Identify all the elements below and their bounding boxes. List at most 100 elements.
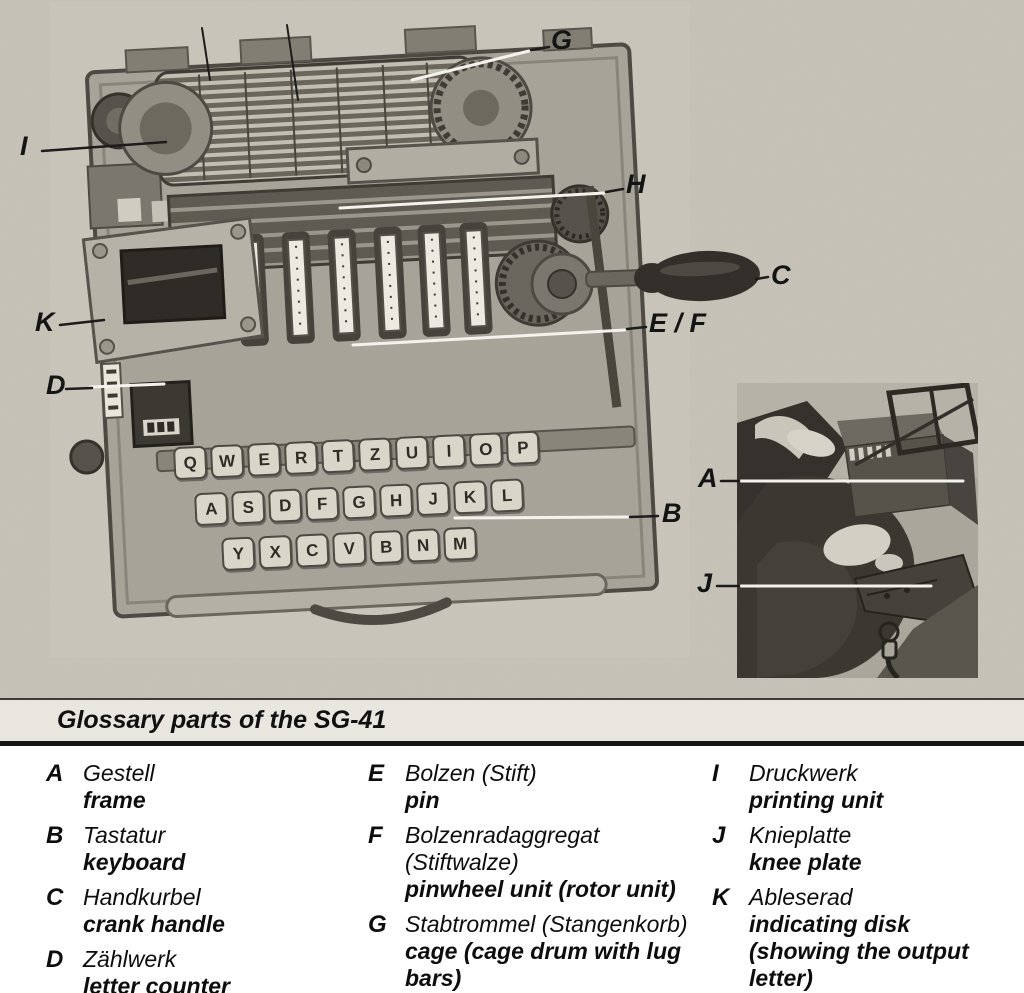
english-term: knee plate <box>749 849 862 875</box>
glossary-letter: D <box>46 946 64 973</box>
german-term: Knieplatte <box>749 822 852 848</box>
glossary-terms: Ableserad indicating disk (showing the o… <box>749 884 1018 992</box>
operator-cuff <box>823 524 891 566</box>
key-p: P <box>505 430 541 466</box>
operator-leg <box>877 585 978 678</box>
glossary-entry-b: B Tastatur keyboard <box>46 822 356 876</box>
key-a: A <box>194 491 229 527</box>
sg41-in-use-photo <box>737 383 978 678</box>
strap <box>885 657 900 678</box>
german-term: Gestell <box>83 760 155 786</box>
glossary-letter: I <box>712 760 719 787</box>
glossary-column-1: A Gestell frame B Tastatur keyboard C H <box>46 760 356 993</box>
key-s: S <box>231 490 266 525</box>
glossary-terms: Handkurbel crank handle <box>83 884 225 938</box>
english-term: crank handle <box>83 911 225 937</box>
key-g: G <box>341 485 377 520</box>
operator-hand <box>786 429 836 457</box>
key-f: F <box>304 486 340 522</box>
key-z: Z <box>357 437 393 472</box>
glossary-entry-k: K Ableserad indicating disk (showing the… <box>712 884 1018 992</box>
glossary-letter: K <box>712 884 730 911</box>
label-g-cage: G <box>551 25 573 55</box>
german-term: Bolzen (Stift) <box>405 760 537 786</box>
glossary-letter: C <box>46 884 64 911</box>
key-t: T <box>320 438 356 474</box>
key-d: D <box>268 488 303 523</box>
crank-handle-assembly <box>530 250 760 316</box>
keyboard: Q W E R T Z U I O P A S D F G H J K L Y … <box>155 429 581 588</box>
case-tab <box>403 25 478 55</box>
label-a-frame: A <box>698 463 718 493</box>
german-term: Tastatur <box>83 822 166 848</box>
glossary-entry-g: G Stabtrommel (Stangenkorb) cage (cage d… <box>368 911 708 992</box>
label-ef-pin-pinwheel: E / F <box>649 308 707 338</box>
chain <box>584 185 622 408</box>
key-o: O <box>468 432 504 467</box>
space-bar <box>165 573 608 619</box>
key-u: U <box>394 435 430 471</box>
glossary-entry-a: A Gestell frame <box>46 760 356 814</box>
key-x: X <box>258 534 293 570</box>
english-term: pinwheel unit (rotor unit) <box>405 876 676 902</box>
key-n: N <box>405 528 441 563</box>
german-term: Ableserad <box>749 884 853 910</box>
label-h-setting-cylinder: H <box>626 169 646 199</box>
label-d-letter-counter: D <box>46 370 66 400</box>
key-i: I <box>431 433 467 469</box>
english-term: cage (cage drum with lug bars) <box>405 938 682 991</box>
glossary-letter: A <box>46 760 64 787</box>
glossary-terms: Druckwerk printing unit <box>749 760 883 814</box>
indicator-window <box>119 244 227 325</box>
glossary-letter: F <box>368 822 383 849</box>
label-k-indicating-disk: K <box>35 307 55 337</box>
german-term: Handkurbel <box>83 884 201 910</box>
english-term: printing unit <box>749 787 884 813</box>
indicating-disk-strip <box>100 362 124 420</box>
glossary-column-2: E Bolzen (Stift) pin F Bolzenradaggregat… <box>368 760 708 993</box>
label-j-knee-plate: J <box>697 568 713 598</box>
key-b: B <box>369 529 404 565</box>
glossary-terms: Knieplatte knee plate <box>749 822 862 876</box>
english-term: pin <box>405 787 440 813</box>
glossary-section: A Gestell frame B Tastatur keyboard C H <box>0 746 1024 993</box>
crossbar-plate <box>345 137 541 185</box>
german-term: Stabtrommel (Stangenkorb) <box>405 911 688 937</box>
glossary-column-3: I Druckwerk printing unit J Knieplatte k… <box>712 760 1018 993</box>
paper-guide <box>151 200 171 223</box>
key-l: L <box>489 478 525 513</box>
glossary-entry-f: F Bolzenradaggregat (Stiftwalze) pinwhee… <box>368 822 708 903</box>
case-tab <box>542 26 594 52</box>
key-w: W <box>209 444 245 479</box>
german-term: Druckwerk <box>749 760 858 786</box>
key-q: Q <box>172 445 208 481</box>
glossary-terms: Gestell frame <box>83 760 155 814</box>
english-term-line2: (showing the output letter) <box>749 938 969 991</box>
carry-handle <box>310 597 452 626</box>
keyboard-row-3: Y X C V B N M <box>221 526 481 572</box>
glossary-entry-c: C Handkurbel crank handle <box>46 884 356 938</box>
glossary-letter: B <box>46 822 64 849</box>
operator-fingers <box>875 554 903 572</box>
key-y: Y <box>221 536 256 572</box>
side-knob <box>69 439 105 475</box>
key-e: E <box>246 442 282 477</box>
glossary-letter: G <box>368 911 387 938</box>
printing-unit-body <box>86 161 164 230</box>
glossary-entry-i: I Druckwerk printing unit <box>712 760 1018 814</box>
key-m: M <box>442 526 478 561</box>
glossary-letter: E <box>368 760 385 787</box>
label-b-keyboard: B <box>662 498 682 528</box>
paper-holder-frame <box>886 383 978 456</box>
english-term: letter counter <box>83 973 230 993</box>
glossary-entry-j: J Knieplatte knee plate <box>712 822 1018 876</box>
key-c: C <box>295 533 330 568</box>
case-tab <box>239 35 313 66</box>
label-c-crank-handle: C <box>771 260 791 290</box>
case-tab <box>124 46 190 74</box>
german-term: Zählwerk <box>83 946 177 972</box>
glossary-entry-d: D Zählwerk letter counter <box>46 946 356 993</box>
letter-counter <box>129 379 194 449</box>
label-i-printing-unit: I <box>20 131 28 161</box>
keyboard-row-2: A S D F G H J K L <box>194 478 528 527</box>
